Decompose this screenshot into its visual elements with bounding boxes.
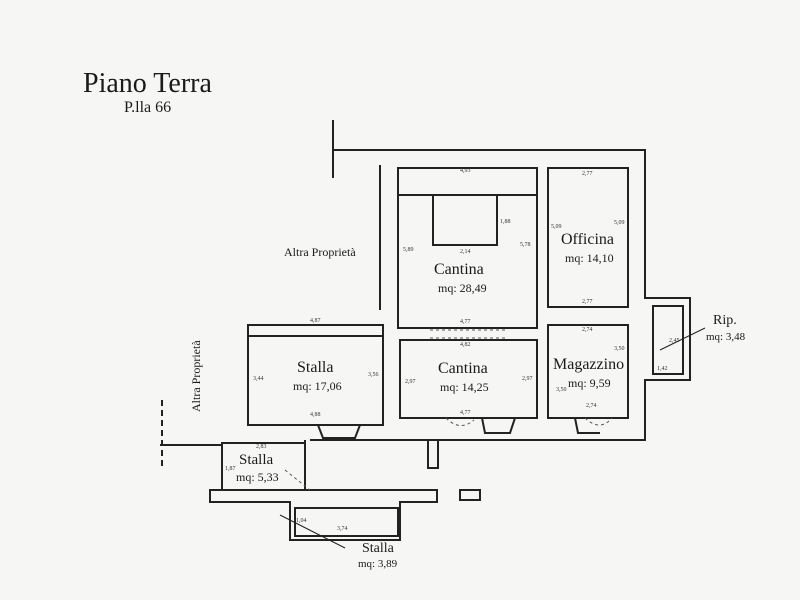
room-area: mq: 5,33: [236, 470, 279, 484]
dimension-label: 2,83: [256, 444, 267, 450]
dimension-label: 2,74: [586, 403, 597, 409]
dimension-label: 3,56: [368, 372, 379, 378]
room-area: mq: 9,59: [568, 376, 611, 390]
dimension-label: 3,44: [253, 376, 264, 382]
dimension-label: 2,97: [405, 379, 416, 385]
room-name: Magazzino: [553, 356, 625, 373]
dimension-label: 1,42: [657, 366, 668, 372]
dimension-label: 3,50: [614, 346, 625, 352]
outer-wall: [310, 149, 691, 441]
dimension-label: 3,74: [337, 526, 348, 532]
room-name: Rip.: [713, 313, 737, 328]
neighbor-label-left: Altra Proprietà: [189, 340, 203, 412]
room-stalla-1: [247, 324, 384, 426]
room-cantina-1: [397, 167, 538, 329]
dimension-label: 1,88: [500, 219, 511, 225]
room-area: mq: 14,25: [440, 380, 489, 394]
dimension-label: 4,82: [460, 342, 471, 348]
dimension-label: 2,77: [582, 299, 593, 305]
room-name: Stalla: [297, 359, 334, 376]
dimension-label: 2,45: [669, 338, 680, 344]
dimension-label: 1,04: [296, 518, 307, 524]
dimension-label: 2,77: [582, 171, 593, 177]
dimension-label: 2,74: [582, 327, 593, 333]
room-magazzino: [547, 324, 629, 419]
dimension-label: 5,09: [614, 220, 625, 226]
room-name: Stalla: [239, 452, 274, 468]
dimension-label: 1,87: [225, 466, 236, 472]
room-stalla-3: [294, 507, 399, 537]
room-area: mq: 28,49: [438, 281, 487, 295]
parcel-number: P.lla 66: [124, 99, 172, 116]
dimension-label: 4,77: [460, 410, 471, 416]
room-area: mq: 3,89: [358, 558, 398, 570]
room-stalla-2: [221, 442, 306, 491]
dimension-label: 2,14: [460, 249, 471, 255]
room-name: Stalla: [362, 541, 394, 556]
dimension-label: 5,89: [403, 247, 414, 253]
page-title: Piano Terra: [83, 68, 212, 99]
room-ripostiglio: [652, 305, 684, 375]
room-area: mq: 3,48: [706, 331, 746, 343]
room-name: Officina: [561, 231, 615, 248]
dimension-label: 5,78: [520, 242, 531, 248]
room-cantina-2: [399, 339, 538, 419]
room-area: mq: 14,10: [565, 251, 614, 265]
dimension-label: 4,88: [310, 412, 321, 418]
room-area: mq: 17,06: [293, 379, 342, 393]
dimension-label: 4,93: [460, 168, 471, 174]
dimension-label: 5,09: [551, 224, 562, 230]
room-name: Cantina: [434, 261, 484, 278]
dimension-label: 4,77: [460, 319, 471, 325]
dimension-label: 2,97: [522, 376, 533, 382]
dimension-label: 4,87: [310, 318, 321, 324]
room-officina: [547, 167, 629, 308]
neighbor-label-top: Altra Proprietà: [284, 245, 356, 259]
room-name: Cantina: [438, 360, 488, 377]
dimension-label: 3,50: [556, 387, 567, 393]
